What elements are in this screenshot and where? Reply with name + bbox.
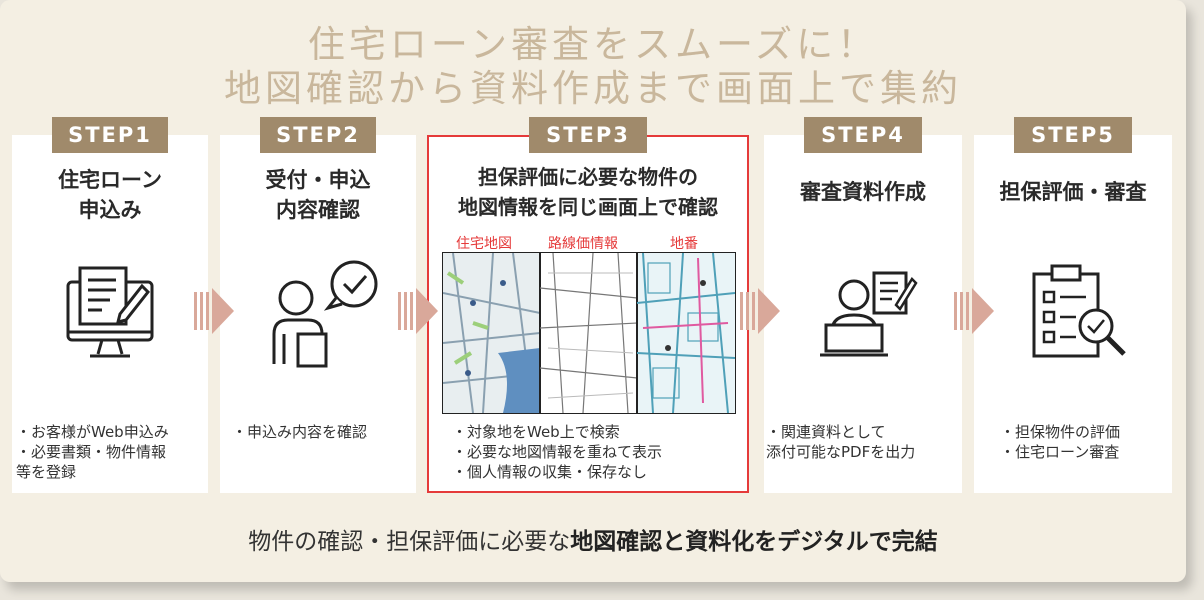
- step3-bullets: ・対象地をWeb上で検索 ・必要な地図情報を重ねて表示 ・個人情報の収集・保存な…: [452, 422, 742, 482]
- map-label-route-price: 路線価情報: [548, 236, 618, 252]
- step2-badge: STEP2: [260, 117, 376, 153]
- arrow-4-to-5: [954, 288, 994, 334]
- step4-title-wrap: 審査資料作成: [764, 177, 962, 217]
- person-check-icon: [272, 260, 378, 368]
- step4-badge: STEP4: [804, 117, 922, 153]
- headline-line-1: 住宅ローン審査をスムーズに！: [307, 23, 879, 66]
- clipboard-checklist-search-icon: [1032, 264, 1126, 358]
- map-label-housing: 住宅地図: [456, 236, 512, 252]
- document-monitor-icon: [66, 266, 154, 358]
- step2-bullets: ・申込み内容を確認: [232, 422, 412, 442]
- step4-bullet-1: ・関連資料として 添付可能なPDFを出力: [766, 423, 916, 461]
- step1-title: 住宅ローン 申込み: [58, 168, 162, 222]
- map-label-lot-number: 地番: [670, 236, 698, 252]
- step3-title-wrap: 担保評価に必要な物件の 地図情報を同じ画面上で確認: [427, 162, 749, 232]
- arrow-2-to-3: [398, 288, 438, 334]
- step2-card: [220, 135, 416, 493]
- footer-prefix: 物件の確認・担保評価に必要な: [248, 529, 571, 555]
- footer-summary: 物件の確認・担保評価に必要な地図確認と資料化をデジタルで完結: [0, 522, 1186, 556]
- headline-line-2: 地図確認から資料作成まで画面上で集約: [224, 67, 962, 110]
- step1-badge: STEP1: [52, 117, 168, 153]
- step1-bullet-2: ・必要書類・物件情報 等を登録: [16, 443, 167, 481]
- person-laptop-document-icon: [820, 271, 918, 357]
- step5-badge: STEP5: [1014, 117, 1132, 153]
- step4-bullets: ・関連資料として 添付可能なPDFを出力: [766, 422, 962, 462]
- arrow-1-to-2: [194, 288, 234, 334]
- footer-bold-map-check: 地図確認: [570, 529, 663, 555]
- step1-bullets: ・お客様がWeb申込み ・必要書類・物件情報 等を登録: [16, 422, 206, 482]
- step4-title: 審査資料作成: [800, 180, 926, 204]
- step3-bullet-1: ・対象地をWeb上で検索: [452, 423, 620, 441]
- step5-title: 担保評価・審査: [999, 180, 1147, 204]
- step1-bullet-1: ・お客様がWeb申込み: [16, 423, 169, 441]
- step5-bullet-1: ・担保物件の評価: [1000, 423, 1121, 441]
- step2-title: 受付・申込 内容確認: [265, 168, 371, 222]
- map-image: [442, 252, 736, 414]
- step2-title-wrap: 受付・申込 内容確認: [220, 165, 416, 235]
- step5-bullet-2: ・住宅ローン審査: [1000, 443, 1120, 461]
- footer-bold-digital: 資料化をデジタルで完結: [685, 529, 938, 555]
- step1-title-wrap: 住宅ローン 申込み: [12, 165, 208, 235]
- arrow-3-to-4: [740, 288, 780, 334]
- step3-badge: STEP3: [529, 117, 647, 153]
- step5-bullets: ・担保物件の評価 ・住宅ローン審査: [1000, 422, 1170, 462]
- infographic-frame: 住宅ローン審査をスムーズに！ 地図確認から資料作成まで画面上で集約 STEP1 …: [0, 0, 1186, 582]
- step4-card: [764, 135, 962, 493]
- step3-bullet-2: ・必要な地図情報を重ねて表示: [452, 443, 663, 461]
- footer-connector: と: [662, 529, 686, 555]
- step5-title-wrap: 担保評価・審査: [974, 177, 1172, 217]
- step3-title: 担保評価に必要な物件の 地図情報を同じ画面上で確認: [458, 165, 718, 219]
- step2-bullet-1: ・申込み内容を確認: [232, 423, 368, 441]
- map-panels: [442, 252, 736, 414]
- step3-bullet-3: ・個人情報の収集・保存なし: [452, 463, 648, 481]
